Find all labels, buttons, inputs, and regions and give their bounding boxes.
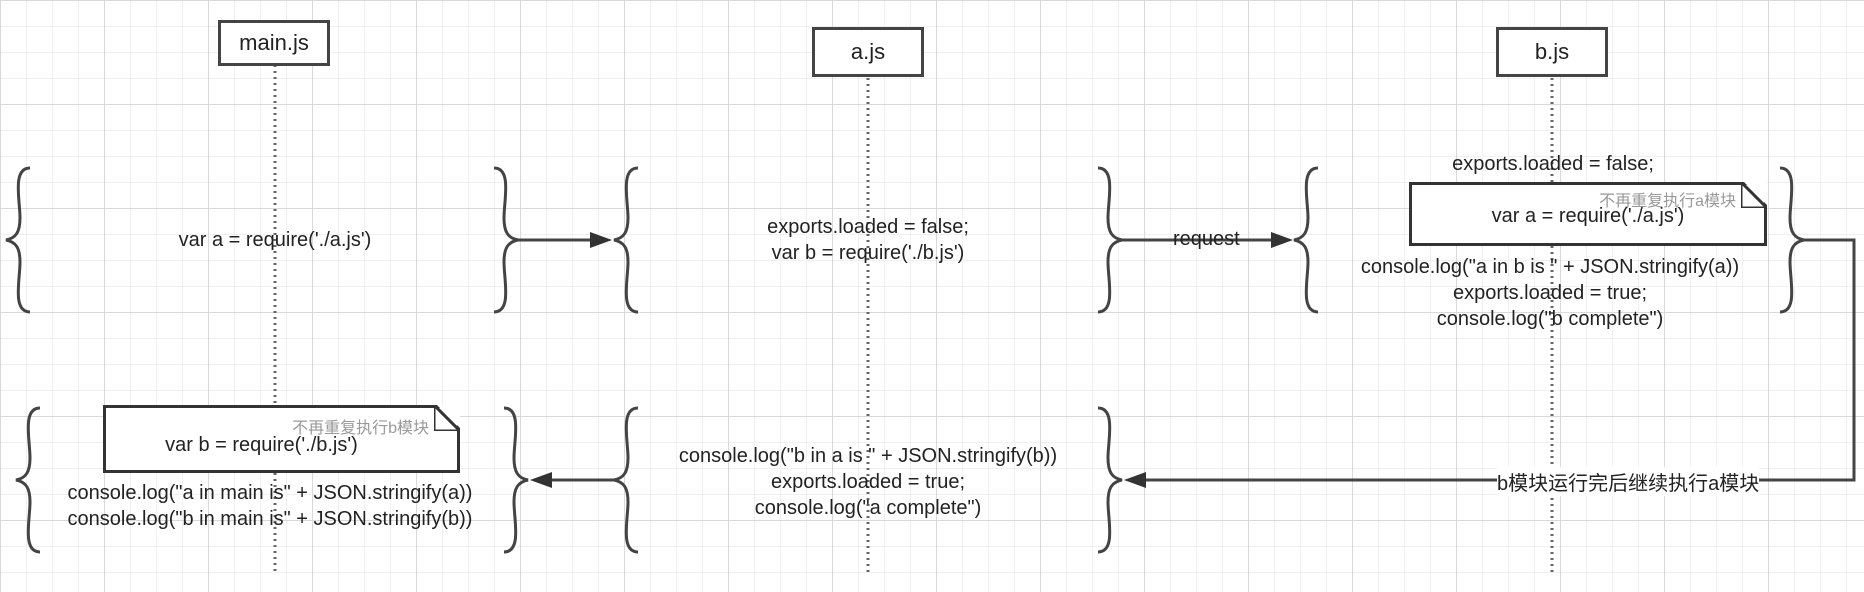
code-line: console.log("b in main is" + JSON.string… [67,508,473,530]
lifeline-label-b: b.js [1534,39,1570,64]
a-bottom-code: console.log("b in a is " + JSON.stringif… [640,443,1096,521]
b-top-note: 不再重复执行a模块 var a = require('./a.js') [1409,182,1767,246]
main-bottom-code-after: console.log("a in main is" + JSON.string… [40,480,500,532]
brace-a-top-left [613,166,639,314]
main-bottom-note-body: var b = require('./b.js') [165,434,358,456]
arrowhead-main-to-a [590,232,612,248]
code-line: console.log("b in a is " + JSON.stringif… [678,445,1058,467]
code-line: exports.loaded = true; [770,471,965,493]
code-line: console.log("a in b is " + JSON.stringif… [1360,256,1740,278]
request-label: request [1173,228,1240,250]
arrowhead-a-to-main [530,472,552,488]
b-top-note-label: 不再重复执行a模块 [1599,193,1736,210]
main-top-code: var a = require('./a.js') [60,227,490,253]
code-line: console.log("b complete") [1436,308,1664,330]
code-line: console.log("a complete") [754,497,982,519]
return-label: b模块运行完后继续执行a模块 [1497,467,1760,496]
arrowhead-a-to-b [1271,232,1293,248]
brace-a-bottom-right [1097,406,1123,554]
a-top-code: exports.loaded = false; var b = require(… [640,214,1096,266]
brace-a-top-right [1097,166,1123,314]
lifeline-label-main: main.js [239,30,309,55]
lifeline-label-a: a.js [850,39,886,64]
brace-main-top-right [493,166,519,314]
note-fold-icon [1741,182,1767,208]
b-top-code-after: console.log("a in b is " + JSON.stringif… [1320,254,1780,332]
arrowhead-b-to-a [1124,472,1146,488]
code-line: var a = require('./a.js') [178,229,372,251]
brace-main-bottom-right [503,406,529,554]
brace-main-top-left [5,166,31,314]
main-bottom-note: 不再重复执行b模块 var b = require('./b.js') [103,405,460,473]
code-line: console.log("a in main is" + JSON.string… [67,482,473,504]
lifeline-box-a: a.js [812,27,924,77]
brace-a-bottom-left [613,406,639,554]
main-bottom-note-label: 不再重复执行b模块 [292,420,429,437]
brace-b-top-right [1779,166,1805,314]
code-line: var b = require('./b.js') [771,242,965,264]
note-fold-icon [434,405,460,431]
b-top-line1: exports.loaded = false; [1452,153,1654,175]
code-line: exports.loaded = false; [767,216,969,238]
brace-main-bottom-left [15,406,41,554]
code-line: exports.loaded = true; [1452,282,1647,304]
b-top-note-body: var a = require('./a.js') [1491,205,1685,227]
brace-b-top-left [1293,166,1319,314]
lifeline-box-b: b.js [1496,27,1608,77]
lifeline-box-main: main.js [218,20,330,66]
